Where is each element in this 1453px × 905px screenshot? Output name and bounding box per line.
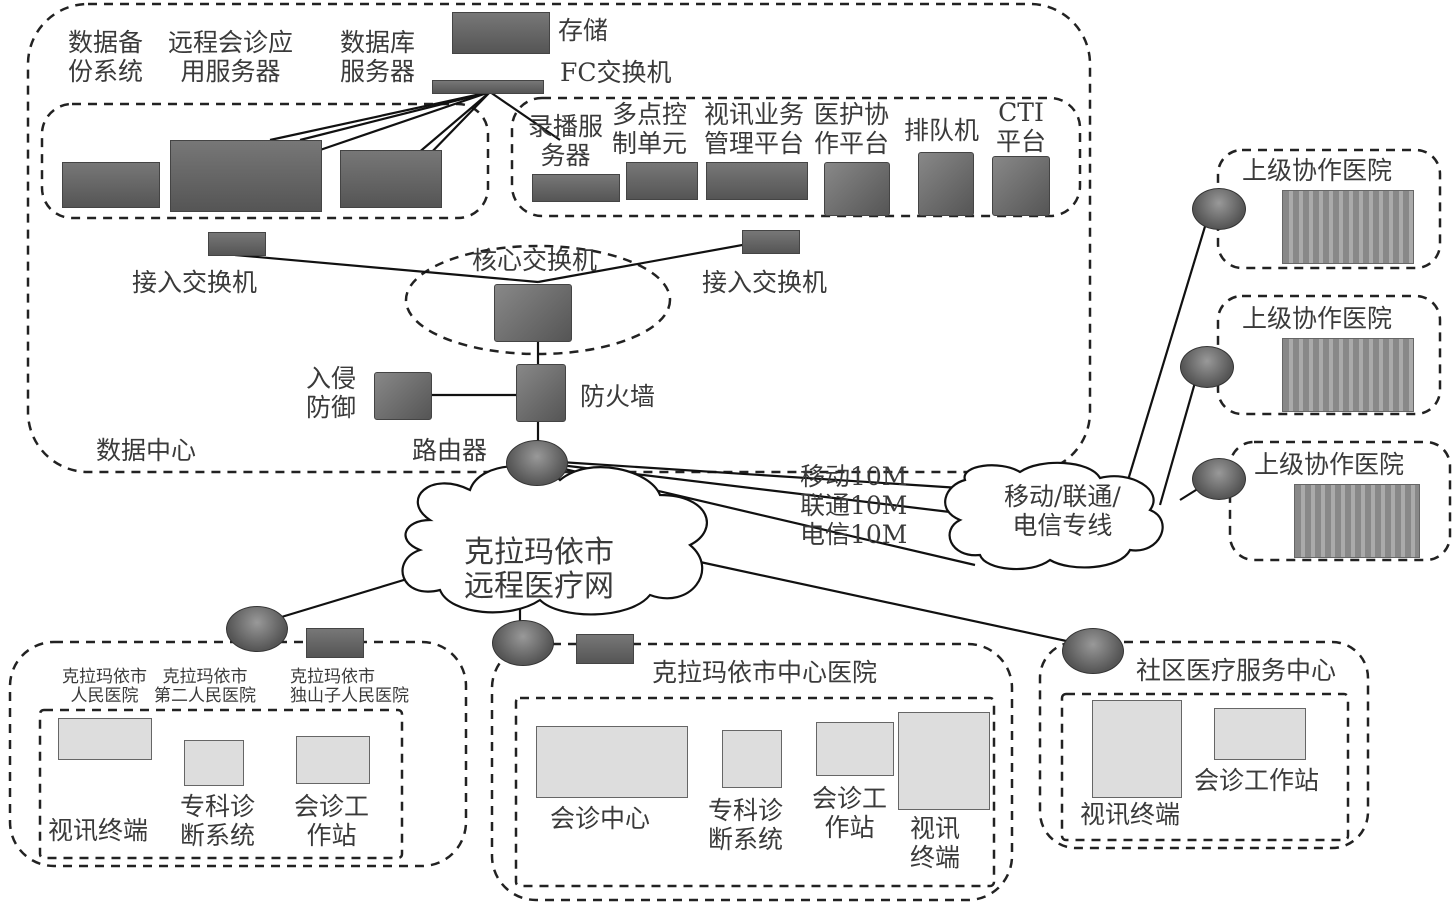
queue-machine-icon (918, 152, 974, 216)
community-video-terminal-icon (1092, 700, 1182, 798)
central-specialist-label: 专科诊断系统 (708, 796, 784, 854)
access-switch-left-label: 接入交换机 (132, 268, 258, 297)
left-device-boundary (38, 708, 404, 860)
left-switch-icon (306, 628, 364, 658)
central-switch-icon (576, 634, 634, 664)
partner-router-3-icon (1192, 458, 1246, 500)
hospital-people-label: 克拉玛依市人民医院 (62, 667, 147, 706)
partner-hospital-2-label: 上级协作医院 (1242, 304, 1393, 333)
private-line-cloud (944, 461, 1164, 571)
storage-icon (452, 12, 550, 54)
video-mgmt-label: 视讯业务管理平台 (704, 100, 805, 158)
left-video-terminal-label: 视讯终端 (48, 816, 149, 845)
community-title: 社区医疗服务中心 (1136, 656, 1337, 685)
nursing-platform-label: 医护协作平台 (814, 100, 890, 158)
community-router-icon (1062, 628, 1124, 674)
central-hospital-title: 克拉玛依市中心医院 (652, 658, 878, 687)
hospital-building-2-icon (1282, 338, 1414, 412)
partner-hospital-3-label: 上级协作医院 (1254, 450, 1405, 479)
left-workstation-label: 会诊工作站 (294, 792, 370, 850)
recording-server-icon (532, 174, 620, 202)
router-icon (506, 440, 568, 486)
consult-center-icon (536, 726, 688, 798)
private-line-label: 移动/联通/电信专线 (1004, 482, 1121, 540)
hospital-dushanzi-label: 克拉玛依市独山子人民医院 (290, 667, 409, 706)
community-workstation-icon (1214, 708, 1306, 760)
server-group-boundary (40, 102, 490, 220)
storage-label: 存储 (558, 16, 609, 45)
mcu-label: 多点控制单元 (612, 100, 688, 158)
central-device-boundary (514, 696, 996, 888)
access-switch-left-icon (208, 232, 266, 256)
data-center-boundary (26, 2, 1092, 474)
left-specialist-label: 专科诊断系统 (180, 792, 256, 850)
left-video-terminal-icon (58, 718, 152, 760)
community-device-boundary (1060, 692, 1350, 842)
core-switch-label: 核心交换机 (472, 246, 598, 275)
access-switch-right-label: 接入交换机 (702, 268, 828, 297)
backup-server-icon (62, 162, 160, 208)
platform-group-boundary (510, 96, 1082, 218)
partner-router-1-icon (1192, 188, 1246, 230)
nursing-platform-icon (824, 162, 890, 216)
partner-hospital-1-label: 上级协作医院 (1242, 156, 1393, 185)
db-server-icon (340, 150, 442, 208)
mcu-icon (626, 162, 698, 200)
left-router-icon (226, 606, 288, 652)
left-workstation-icon (296, 736, 370, 784)
blade-server-icon (170, 140, 322, 212)
backup-system-label: 数据备份系统 (68, 28, 144, 86)
community-workstation-label: 会诊工作站 (1194, 766, 1320, 795)
central-video-terminal-label: 视讯终端 (910, 814, 961, 872)
ids-icon (374, 372, 432, 420)
central-router-icon (492, 620, 554, 666)
community-boundary (1038, 640, 1370, 850)
hospital-building-1-icon (1282, 190, 1414, 264)
partner-boundary-3 (1228, 440, 1452, 562)
hospital-second-label: 克拉玛依市第二人民医院 (154, 667, 256, 706)
main-cloud-label: 克拉玛依市远程医疗网 (464, 535, 614, 604)
central-video-terminal-icon (898, 712, 990, 810)
central-hospital-boundary (490, 642, 1014, 902)
central-workstation-icon (816, 722, 894, 776)
video-mgmt-icon (706, 162, 808, 200)
left-specialist-system-icon (184, 740, 244, 786)
central-workstation-label: 会诊工作站 (812, 784, 888, 842)
firewall-label: 防火墙 (580, 382, 656, 411)
queue-machine-label: 排队机 (904, 116, 980, 145)
firewall-icon (516, 364, 566, 422)
fc-switch-label: FC交换机 (560, 58, 672, 87)
community-video-terminal-label: 视讯终端 (1080, 800, 1181, 829)
partner-router-2-icon (1180, 346, 1234, 388)
remote-app-server-label: 远程会诊应用服务器 (168, 28, 294, 86)
ids-label: 入侵防御 (306, 364, 357, 422)
router-label: 路由器 (412, 436, 488, 465)
data-center-title: 数据中心 (96, 436, 197, 465)
cti-platform-icon (992, 156, 1050, 216)
core-switch-icon (494, 284, 572, 342)
db-server-label: 数据库服务器 (340, 28, 416, 86)
central-specialist-icon (722, 730, 782, 788)
fc-switch-icon (432, 80, 544, 94)
access-switch-right-icon (742, 230, 800, 254)
consult-center-label: 会诊中心 (550, 804, 651, 833)
recording-server-label: 录播服务器 (528, 112, 604, 170)
hospital-building-3-icon (1294, 484, 1420, 558)
